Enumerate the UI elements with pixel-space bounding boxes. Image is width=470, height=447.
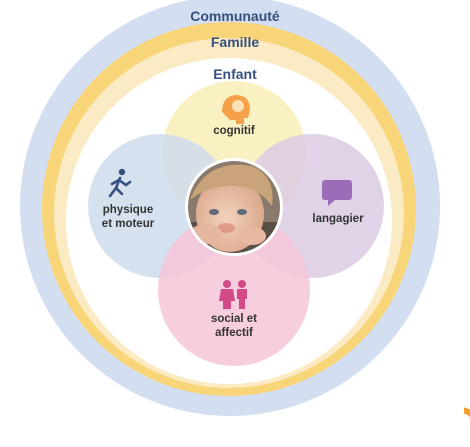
speech-bubble-icon — [322, 180, 352, 206]
cognitive-label-text: cognitif — [213, 125, 255, 137]
physical-label-line2: et moteur — [101, 218, 155, 230]
community-label: Communauté — [190, 8, 280, 24]
social-label-line2: affectif — [215, 327, 253, 339]
venn-diagram — [88, 81, 384, 366]
physical-label-line1: physique — [102, 204, 154, 216]
social-petal — [158, 214, 310, 366]
social-label: social et affectif — [194, 312, 274, 340]
running-person-icon — [108, 168, 132, 198]
physical-label: physique et moteur — [88, 203, 168, 231]
language-label: langagier — [298, 212, 378, 226]
two-people-icon — [219, 280, 247, 309]
cognitive-label: cognitif — [184, 124, 284, 138]
brain-head-icon — [222, 95, 250, 124]
child-label: Enfant — [213, 66, 257, 82]
social-label-line1: social et — [210, 313, 258, 325]
language-label-text: langagier — [312, 213, 364, 225]
family-label: Famille — [210, 34, 260, 50]
corner-accent — [464, 407, 470, 423]
